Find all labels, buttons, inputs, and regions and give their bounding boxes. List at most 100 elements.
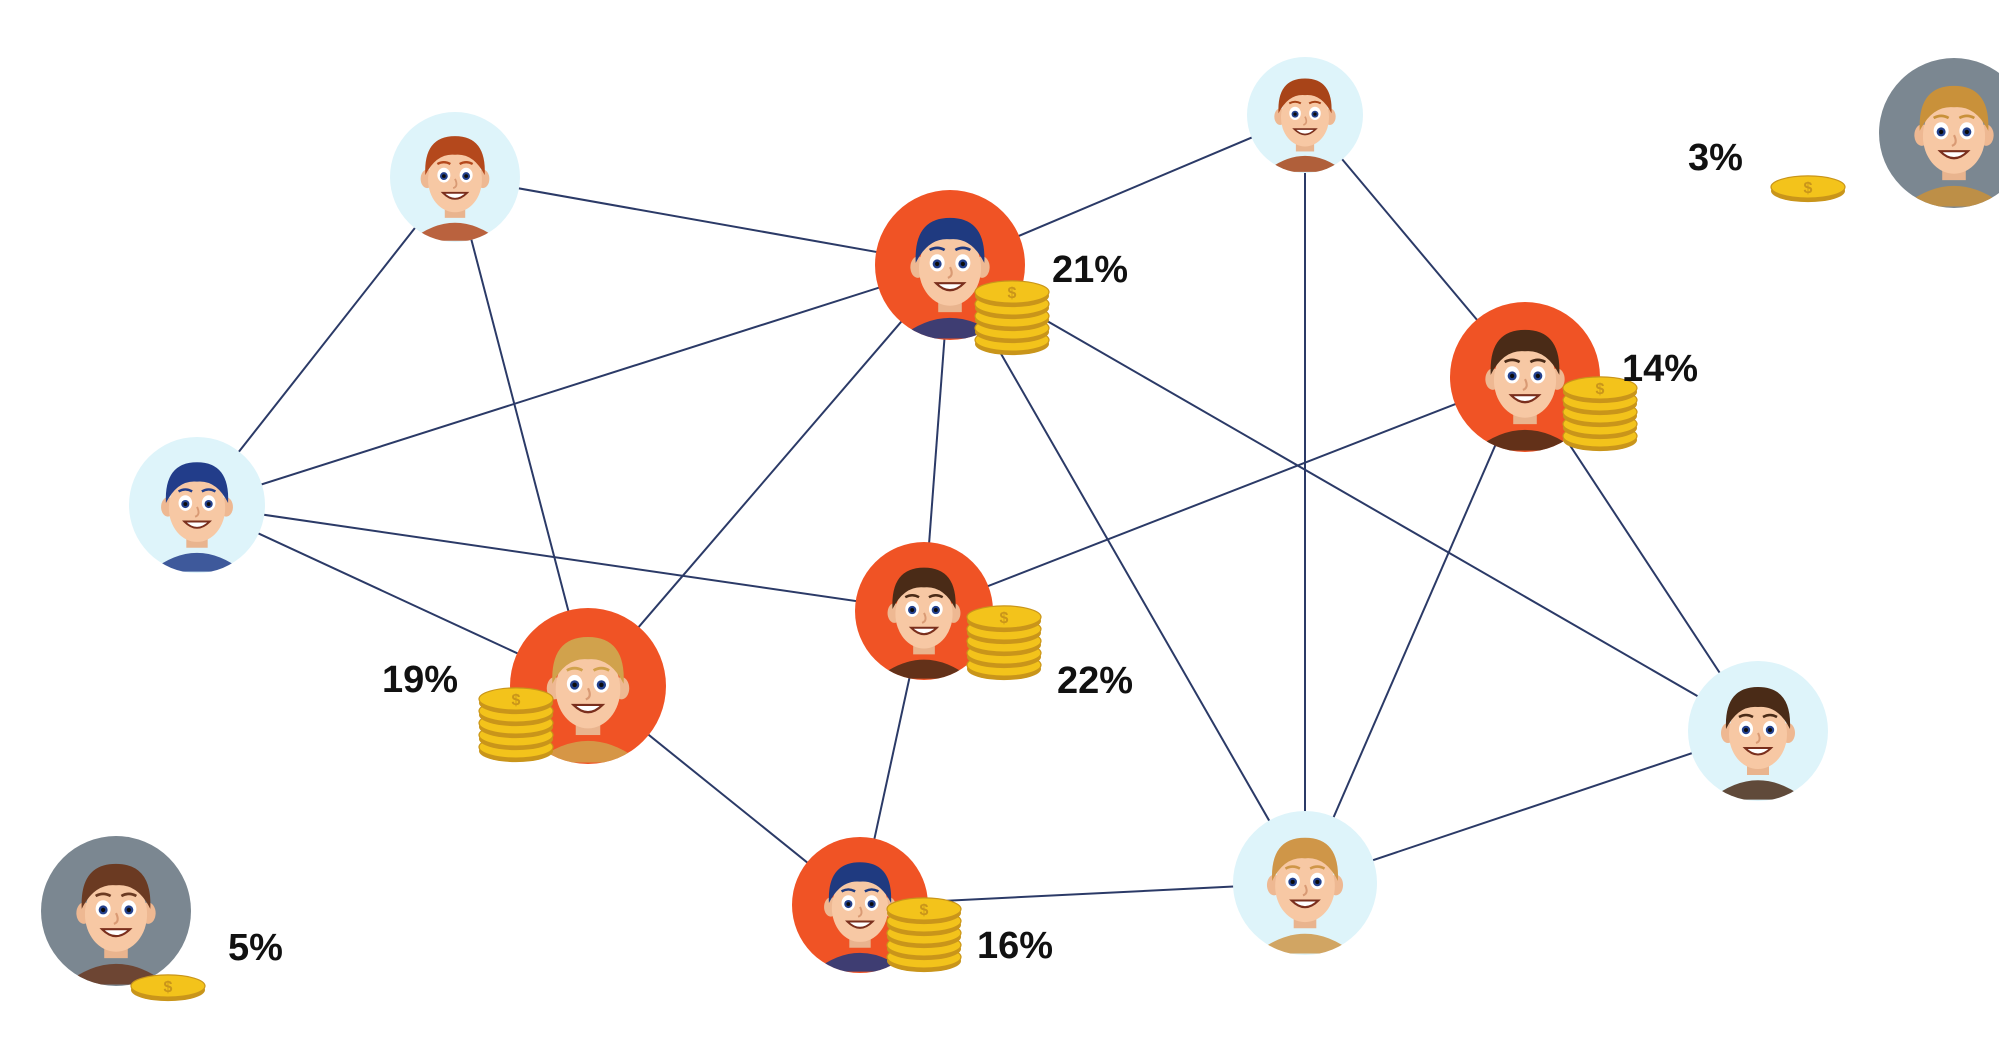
person-avatar-long-beard-man: $5%: [41, 836, 283, 1002]
edge-n12-n9: [1304, 730, 1759, 884]
smile: [1292, 128, 1318, 136]
hair: [552, 636, 624, 684]
shoulders: [1902, 185, 1999, 207]
hair: [892, 567, 956, 610]
person-avatar-mustache-man: $3%: [1688, 58, 1999, 208]
eyebrow: [94, 892, 112, 898]
avatar-portrait: [1255, 837, 1355, 954]
eye-pupil: [846, 902, 851, 906]
shoulders: [150, 552, 244, 572]
eye-pupil: [1744, 728, 1748, 732]
person-avatar-smiling-man: $16%: [792, 837, 1053, 973]
eyebrow: [566, 666, 584, 672]
hair: [1271, 837, 1339, 881]
connection-lines: [196, 114, 1759, 906]
person-avatar-blonde-woman: [1233, 811, 1377, 955]
dollar-symbol: $: [1008, 285, 1017, 302]
avatar-portrait: [876, 567, 972, 679]
eye-pupil: [572, 682, 577, 688]
eyebrow: [177, 488, 193, 493]
eye-pupil: [1315, 879, 1320, 885]
person-avatar-blond-man: $19%: [382, 608, 666, 764]
eye-pupil: [1510, 373, 1515, 379]
nose: [1302, 884, 1308, 897]
nose: [857, 906, 863, 918]
smile: [1742, 747, 1774, 756]
eye-pupil: [1293, 112, 1297, 116]
share-label: 21%: [1052, 249, 1128, 291]
eyebrow: [1529, 358, 1547, 364]
shoulders: [410, 222, 500, 241]
dollar-symbol: $: [512, 692, 521, 709]
eyebrow: [1288, 100, 1302, 105]
avatar-portrait: [64, 863, 168, 985]
eye-pupil: [183, 502, 188, 506]
share-label: 5%: [228, 927, 283, 969]
eye-pupil: [442, 174, 446, 178]
eyebrow: [904, 593, 920, 599]
hair: [828, 862, 892, 904]
edge-n2-n8: [587, 264, 951, 687]
smile: [440, 191, 470, 200]
nose: [452, 178, 458, 190]
eyebrow: [954, 246, 972, 252]
eye-pupil: [1535, 373, 1541, 379]
shoulders: [876, 659, 972, 679]
eye-pupil: [126, 907, 131, 913]
dollar-symbol: $: [1804, 180, 1813, 197]
eye-pupil: [910, 608, 915, 612]
nose: [1755, 732, 1761, 744]
smile: [1289, 899, 1321, 909]
eyebrow: [1958, 114, 1976, 120]
eyebrow: [928, 593, 944, 599]
edge-n6-n7: [196, 504, 925, 612]
eye-pupil: [935, 261, 940, 267]
coin: $: [1770, 175, 1846, 203]
hair: [165, 462, 229, 504]
edge-n1-n8: [454, 176, 589, 687]
coin-stack: $: [478, 687, 554, 763]
hair: [425, 136, 485, 176]
hair: [1490, 329, 1560, 375]
coin-stack: $: [1562, 376, 1638, 452]
coin-layer: [966, 605, 1042, 629]
person-avatar-blue-hair-woman: [129, 437, 265, 573]
coin-stack: $: [886, 897, 962, 973]
edge-n2-n6: [196, 264, 951, 506]
eyebrow: [840, 888, 856, 893]
edge-n1-n2: [454, 176, 951, 266]
eyebrow: [201, 488, 217, 493]
eye-pupil: [1939, 129, 1944, 135]
dollar-symbol: $: [1596, 381, 1605, 398]
eye-pupil: [960, 261, 965, 267]
hair: [1919, 85, 1989, 131]
hair: [1278, 78, 1332, 114]
coin-face: [1770, 175, 1846, 199]
smile: [1508, 394, 1542, 404]
coin-layer: [478, 687, 554, 711]
person-avatar-glasses-man: $21%: [875, 190, 1128, 356]
eyebrow: [436, 160, 451, 166]
eyebrow: [1932, 114, 1950, 120]
coin-stack: $: [966, 605, 1042, 681]
smile: [908, 626, 940, 636]
shoulders: [813, 952, 907, 972]
person-avatar-big-beard-man: $22%: [855, 542, 1133, 702]
eyebrow: [1284, 865, 1301, 870]
coin-face: [130, 974, 206, 998]
people-nodes: $21%$3%$14%$22%$19%$5%$16%: [41, 57, 1999, 1002]
eye-pupil: [1964, 129, 1970, 135]
eyebrow: [1308, 100, 1322, 105]
person-avatar-bearded-redhead: [1247, 57, 1363, 173]
eye-pupil: [464, 174, 468, 178]
coin-layer: [974, 280, 1050, 304]
eyebrow: [1738, 713, 1754, 719]
shoulders: [1265, 155, 1345, 172]
nose: [194, 506, 200, 518]
eyebrow: [459, 160, 474, 166]
smile: [570, 703, 606, 714]
shoulders: [1255, 933, 1355, 954]
nose: [1951, 134, 1957, 147]
nose: [947, 266, 953, 279]
share-label: 14%: [1622, 348, 1698, 390]
